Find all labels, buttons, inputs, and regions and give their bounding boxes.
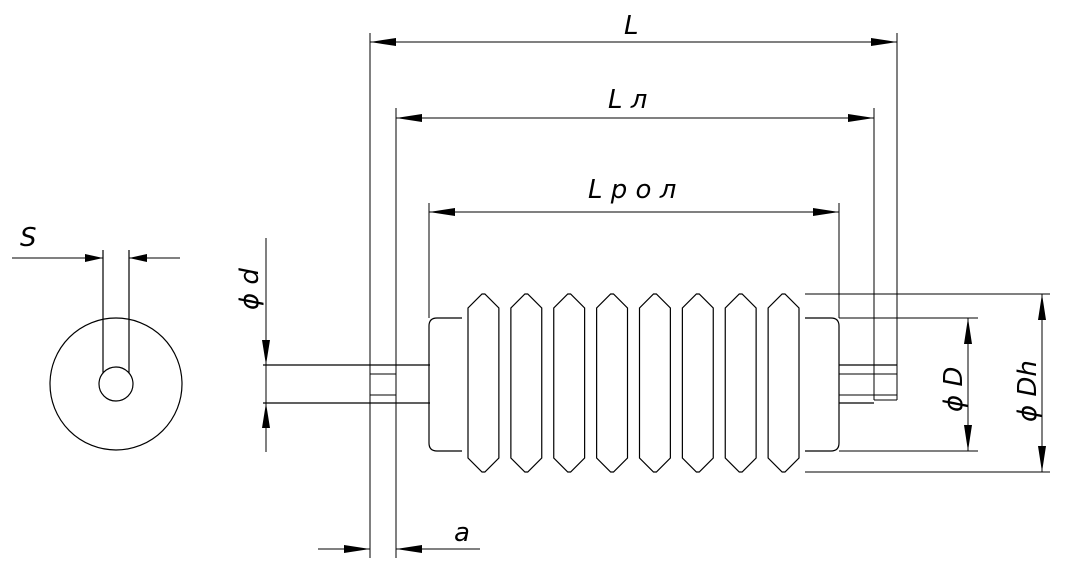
roller-ring [767, 293, 800, 473]
s-label: S [20, 223, 37, 253]
extension-lines [369, 33, 898, 558]
roller-hub-left [428, 317, 462, 452]
shaft [263, 364, 897, 404]
roller-hub-right [805, 317, 840, 452]
Ln-arrow-left [396, 114, 422, 122]
roller-ring [553, 293, 586, 473]
L-label: L [624, 11, 639, 41]
d-arrow-bottom [262, 403, 270, 428]
roller-rings [467, 293, 800, 473]
roller-ring [510, 293, 543, 473]
a-arrow-left [344, 545, 370, 553]
dimension-d: ϕ d [235, 238, 270, 452]
d-label: ϕ d [235, 268, 265, 310]
s-arrow-left [85, 254, 103, 262]
Lrol-arrow-right [813, 208, 839, 216]
s-arrow-right [129, 254, 147, 262]
roller-ring [467, 293, 500, 473]
Dh-arrow-top [1038, 294, 1046, 320]
Ln-label: L л [608, 85, 647, 115]
dimension-L: L [370, 11, 897, 46]
dimension-Ln: L л [396, 85, 874, 122]
D-label: ϕ D [939, 367, 969, 412]
L-arrow-left [370, 38, 396, 46]
d-arrow-top [262, 340, 270, 365]
end-view: S [12, 223, 183, 451]
Lrol-arrow-left [429, 208, 455, 216]
dimension-D: ϕ D [839, 317, 978, 452]
roller-ring [681, 293, 714, 473]
dimension-Lrol: L р о л [429, 175, 839, 216]
dimension-a: a [318, 518, 480, 553]
end-view-outer-circle [49, 317, 183, 451]
L-arrow-right [871, 38, 897, 46]
Ln-arrow-right [848, 114, 874, 122]
roller-ring [596, 293, 629, 473]
end-view-inner-circle [98, 366, 134, 402]
dimension-Dh: ϕ Dh [805, 293, 1050, 473]
Dh-label: ϕ Dh [1013, 360, 1043, 422]
Lrol-label: L р о л [588, 175, 676, 205]
roller-ring [638, 293, 671, 473]
D-arrow-top [964, 318, 972, 344]
D-arrow-bottom [964, 425, 972, 451]
a-label: a [454, 518, 470, 548]
a-arrow-right [396, 545, 422, 553]
Dh-arrow-bottom [1038, 446, 1046, 472]
roller-ring [724, 293, 757, 473]
roller-body [428, 293, 840, 473]
